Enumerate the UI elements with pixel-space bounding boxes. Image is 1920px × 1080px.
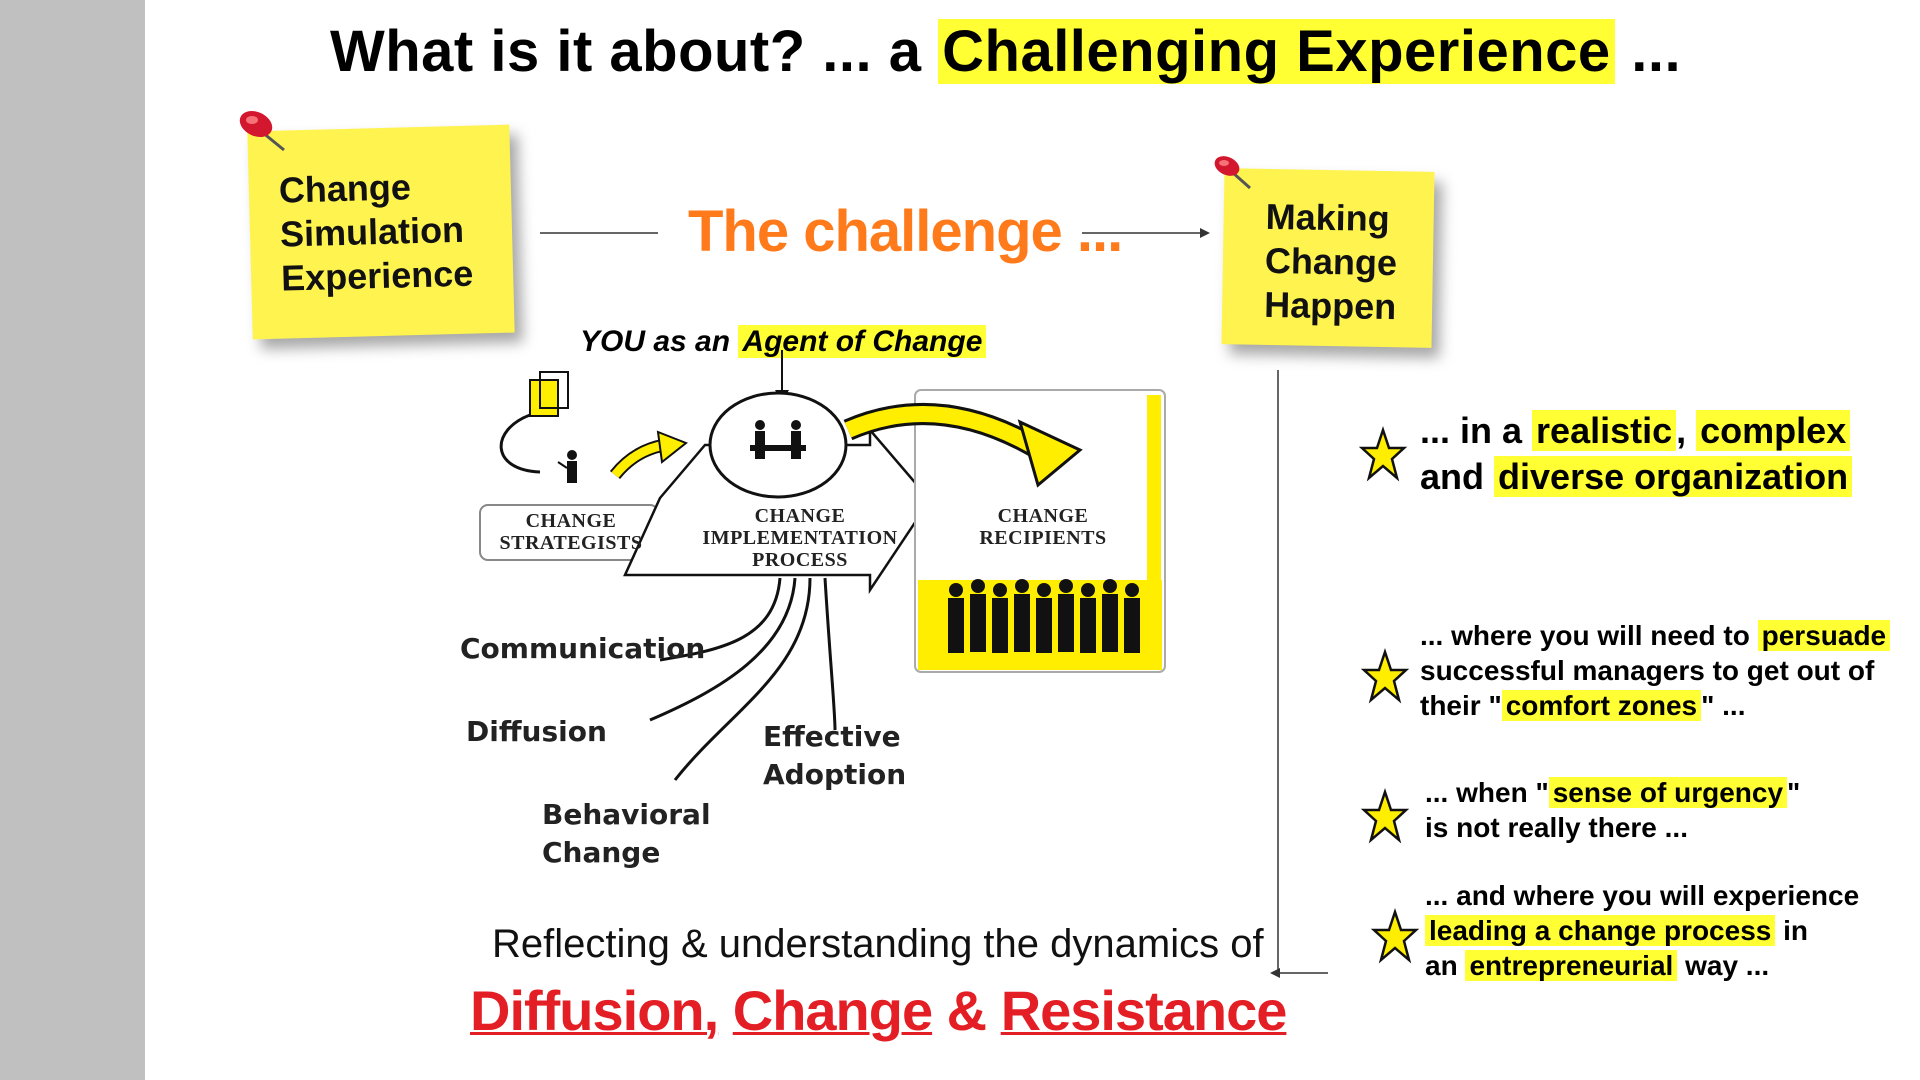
behavioral-line-2: Change	[542, 836, 661, 869]
note-right-line-2: Change	[1264, 239, 1398, 284]
word-diffusion: Diffusion,	[470, 979, 719, 1042]
b2-text-3: their "	[1420, 690, 1502, 721]
behavioral-change-label: Behavioral Change	[542, 796, 711, 872]
star-icon	[1370, 908, 1420, 964]
b1-highlight-1: realistic	[1532, 410, 1677, 451]
bullet-entrepreneurial: ... and where you will experience leadin…	[1425, 878, 1859, 983]
b2-text-4: " ...	[1701, 690, 1746, 721]
change-recipients-label: CHANGE RECIPIENTS	[968, 505, 1118, 549]
note-left-line-3: Experience	[280, 252, 474, 299]
recipients-line-1: CHANGE	[997, 505, 1089, 527]
change-process-diagram	[479, 350, 1166, 781]
title-highlight: Challenging Experience	[938, 19, 1615, 84]
diffusion-label: Diffusion	[466, 715, 607, 748]
change-strategists-label: CHANGE STRATEGISTS	[486, 510, 656, 554]
note-left-line-1: Change	[278, 166, 412, 211]
behavioral-line-1: Behavioral	[542, 798, 711, 831]
b4-highlight-2: entrepreneurial	[1465, 950, 1678, 981]
connector-line-left	[540, 232, 658, 234]
diffusion-change-resistance-heading: Diffusion, Change & Resistance	[470, 978, 1288, 1043]
bullet-realistic-organization: ... in a realistic, complex and diverse …	[1420, 408, 1853, 500]
star-icon	[1358, 426, 1408, 482]
b2-text-2: successful managers to get out of	[1420, 655, 1875, 686]
change-implementation-process-label: CHANGE IMPLEMENTATION PROCESS	[680, 505, 920, 571]
effective-line-1: Effective	[763, 720, 901, 753]
agent-prefix: YOU as an	[580, 325, 731, 358]
b1-highlight-2: complex	[1696, 410, 1851, 451]
b3-highlight-1: sense of urgency	[1548, 777, 1788, 808]
left-sidebar-bar	[0, 0, 145, 1080]
process-line-3: PROCESS	[752, 549, 848, 571]
process-line-2: IMPLEMENTATION	[702, 527, 898, 549]
b4-highlight-1: leading a change process	[1425, 915, 1776, 946]
b2-highlight-2: comfort zones	[1501, 690, 1702, 721]
effective-adoption-label: Effective Adoption	[763, 718, 906, 794]
b4-text-2: in	[1775, 915, 1809, 946]
b4-text-1: ... and where you will experience	[1425, 880, 1860, 911]
title-suffix: ...	[1631, 19, 1682, 84]
note-left-line-2: Simulation	[279, 208, 465, 255]
strategists-line-2: STRATEGISTS	[499, 532, 643, 554]
ampersand: &	[946, 979, 987, 1042]
note-right-line-1: Making	[1265, 195, 1391, 240]
b1-text-3: and	[1420, 456, 1485, 497]
b2-text-1: ... where you will need to	[1420, 620, 1750, 651]
b3-text-1: ... when "	[1425, 777, 1549, 808]
reflecting-subtitle: Reflecting & understanding the dynamics …	[492, 922, 1264, 966]
b3-text-3: is not really there ...	[1425, 812, 1688, 843]
b1-text-2: ,	[1676, 410, 1697, 451]
challenge-heading: The challenge ...	[688, 199, 1123, 264]
title-prefix: What is it about? ... a	[330, 19, 922, 84]
process-line-1: CHANGE	[754, 505, 846, 527]
effective-line-2: Adoption	[763, 758, 907, 791]
b4-text-3: an	[1425, 950, 1458, 981]
page-title: What is it about? ... a Challenging Expe…	[330, 18, 1780, 85]
connector-arrow-right	[1082, 228, 1210, 238]
word-change: Change	[732, 979, 933, 1042]
bullet-sense-of-urgency: ... when "sense of urgency" is not reall…	[1425, 775, 1800, 845]
pushpin-icon	[239, 110, 285, 152]
star-icon	[1360, 788, 1410, 844]
b1-text-1: ... in a	[1420, 410, 1523, 451]
strategists-line-1: CHANGE	[525, 510, 617, 532]
b2-highlight-1: persuade	[1757, 620, 1891, 651]
pushpin-icon	[1214, 156, 1251, 190]
note-right-line-3: Happen	[1263, 283, 1397, 328]
b4-text-4: way ...	[1677, 950, 1770, 981]
bullet-persuade-managers: ... where you will need to persuade succ…	[1420, 618, 1891, 723]
word-resistance: Resistance	[1000, 979, 1288, 1042]
recipients-line-2: RECIPIENTS	[979, 527, 1107, 549]
bracket-connector	[1277, 370, 1279, 972]
bracket-arrow-left	[1270, 968, 1328, 978]
communication-label: Communication	[460, 632, 706, 665]
b3-text-2: "	[1787, 777, 1801, 808]
b1-highlight-3: diverse organization	[1494, 456, 1853, 497]
star-icon	[1360, 648, 1410, 704]
